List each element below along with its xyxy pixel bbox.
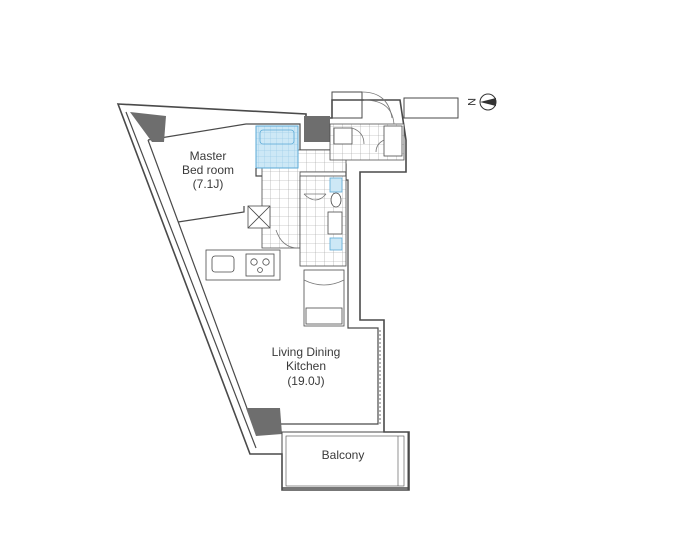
slanted-wall [125,111,257,449]
structural-columns [130,112,330,436]
entrance-door [363,99,395,125]
column-bottom-left [246,408,282,436]
shoe-closet [333,125,403,157]
kitchen-sink-icon [211,255,235,273]
bathroom [255,125,299,169]
master-bedroom-label-2: Bed room [182,163,234,177]
bathtub-icon [259,129,295,145]
master-bedroom-area: (7.1J) [193,177,224,191]
ldk-label-1: Living Dining [272,345,341,359]
north-arrow-icon: N [465,93,497,111]
wc-room [299,175,347,267]
compass-label: N [465,98,477,106]
bedroom-partition [177,168,299,249]
ldk-area: (19.0J) [287,374,324,388]
ldk-label-2: Kitchen [286,359,326,373]
toilet-icon [329,177,343,193]
vanity-icon [329,237,343,251]
storage-unit [303,269,345,327]
master-bedroom-label-1: Master [190,149,227,163]
column-top-mid [304,116,330,142]
balcony-area [281,431,409,491]
sink-icon [327,211,343,235]
stove-icon [245,253,275,277]
balcony-label: Balcony [322,448,365,462]
top-terrace [331,91,459,119]
pipe-shaft [247,205,271,229]
column-top-left [130,112,166,142]
kitchen-counter [205,249,281,281]
toilet-bowl-icon [330,192,342,208]
